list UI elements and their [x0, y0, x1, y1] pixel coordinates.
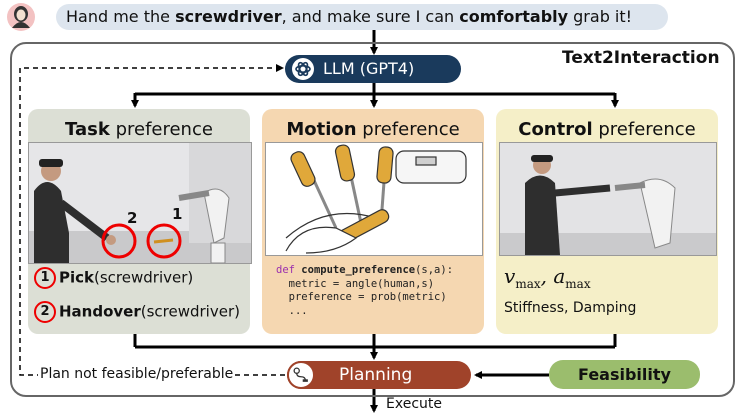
control-panel-title: Control preference	[518, 119, 696, 140]
marker-2-label: 2	[127, 209, 138, 227]
velocity-acceleration-limits: vmax, amax	[504, 264, 591, 291]
feedback-label: Plan not feasible/preferable	[38, 366, 236, 382]
stiffness-damping: Stiffness, Damping	[504, 300, 637, 316]
prompt-text-2: , and make sure I can	[281, 7, 460, 26]
control-photo	[499, 142, 717, 256]
task-panel-title: Task preference	[65, 119, 213, 140]
feedback-loop	[19, 64, 285, 376]
badge-1: 1	[34, 267, 56, 289]
user-avatar-icon	[7, 3, 35, 31]
planning-node: Planning	[287, 361, 471, 389]
prompt-manner: comfortably	[459, 7, 569, 26]
marker-1-label: 1	[172, 205, 183, 223]
system-frame	[10, 42, 735, 397]
motion-sketch	[265, 142, 483, 256]
prompt-text-1: Hand me the	[66, 7, 176, 26]
execute-label: Execute	[386, 396, 442, 412]
planning-route-icon	[287, 361, 315, 389]
openai-icon	[292, 58, 314, 80]
prompt-object: screwdriver	[175, 7, 282, 26]
marker-2	[101, 223, 137, 259]
motion-preference-panel: Motion preference def compute_preference…	[262, 109, 484, 334]
user-prompt-bubble: Hand me the screwdriver, and make sure I…	[56, 4, 668, 30]
prompt-text-3: grab it!	[568, 7, 633, 26]
frame-title: Text2Interaction	[562, 48, 720, 68]
control-preference-panel: Control preference vmax, amax Stiffness,…	[496, 109, 718, 334]
preference-code: def compute_preference(s,a): metric = an…	[276, 264, 454, 317]
llm-label: LLM (GPT4)	[323, 59, 415, 78]
marker-1	[146, 223, 182, 259]
motion-panel-title: Motion preference	[286, 119, 460, 140]
planning-label: Planning	[339, 365, 413, 385]
badge-2: 2	[34, 301, 56, 323]
feasibility-node: Feasibility	[549, 360, 700, 389]
llm-node: LLM (GPT4)	[285, 55, 461, 83]
task-photo: 2 1	[28, 142, 252, 264]
